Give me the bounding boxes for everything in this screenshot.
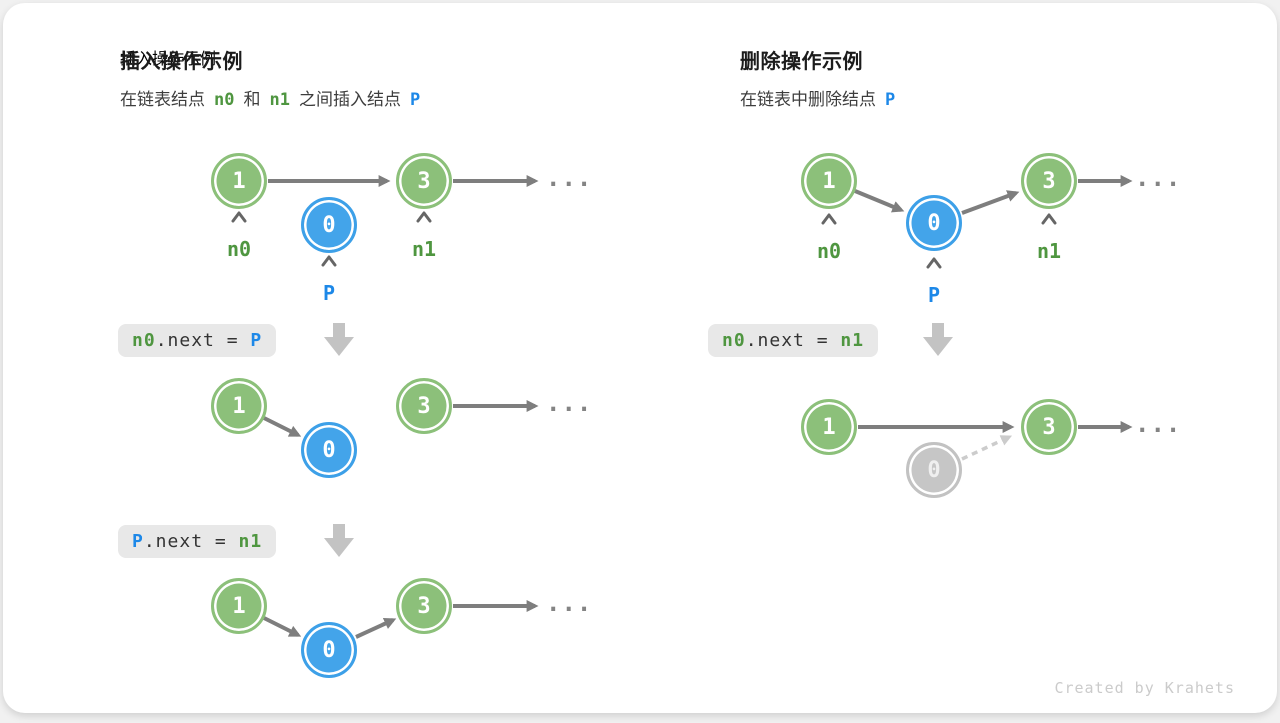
code-token-p: P — [132, 531, 144, 552]
connectors-layer — [231, 175, 1133, 639]
node-n1: 3 — [396, 578, 452, 634]
code-token-n1: n1 — [238, 531, 263, 552]
page-title-right: 删除操作示例 — [740, 51, 863, 73]
code-token-next: .next = — [155, 330, 251, 351]
node-value: 1 — [822, 168, 836, 194]
node-n0: 1 — [211, 578, 267, 634]
diagram-canvas: 插入操作示例 插入操作示例 在链表结点 n0 和 n1 之间插入结点 P 1 3… — [3, 3, 1277, 713]
ellipsis: ... — [1135, 164, 1182, 192]
arrow-right1-p-to-n1 — [961, 190, 1020, 215]
insert-panel-subtitle: 在链表结点 n0 和 n1 之间插入结点 P — [120, 85, 420, 110]
node-value: 3 — [417, 168, 431, 194]
token-n0: n0 — [214, 90, 235, 110]
node-value: 3 — [1042, 414, 1056, 440]
node-n1: 3 — [396, 153, 452, 209]
node-value: 0 — [322, 437, 336, 463]
code-token-p: P — [250, 330, 263, 351]
code-n0-next-p: n0 .next = P — [118, 324, 277, 357]
down-arrow-icon — [324, 524, 354, 557]
delete-panel-subtitle: 在链表中删除结点 P — [740, 85, 895, 110]
token-p: P — [409, 90, 421, 110]
node-p: 0 — [301, 622, 357, 678]
node-value: 3 — [417, 593, 431, 619]
label-n0: n0 — [226, 237, 252, 261]
node-value: 3 — [1042, 168, 1056, 194]
node-value: 1 — [232, 593, 246, 619]
code-token-n0: n0 — [132, 330, 156, 351]
caret-up-icon — [416, 211, 432, 223]
arrow-right2-p-to-n1-dashed — [961, 435, 1013, 461]
code-token-n0: n0 — [722, 330, 746, 351]
subtitle-text: 和 — [243, 90, 261, 109]
token-n1: n1 — [269, 90, 290, 110]
arrow-left2-n0-to-p — [263, 416, 302, 437]
node-n0: 1 — [211, 153, 267, 209]
subtitle-text: 在链表中删除结点 — [740, 90, 876, 109]
node-p-removed: 0 — [906, 442, 962, 498]
arrow-right1-n0-to-p — [854, 189, 905, 213]
node-value: 3 — [417, 393, 431, 419]
node-n1: 3 — [396, 378, 452, 434]
node-n0: 1 — [801, 153, 857, 209]
caret-up-icon — [321, 255, 337, 267]
label-n0: n0 — [816, 239, 842, 263]
node-value: 0 — [927, 210, 941, 236]
down-arrow-icon — [324, 323, 354, 356]
node-p: 0 — [906, 195, 962, 251]
code-token-next: .next = — [745, 330, 841, 351]
label-n1: n1 — [411, 237, 437, 261]
ellipsis: ... — [546, 589, 593, 617]
node-n1: 3 — [1021, 153, 1077, 209]
caret-up-icon — [1041, 213, 1057, 225]
node-n0: 1 — [801, 399, 857, 455]
node-value: 1 — [232, 168, 246, 194]
code-token-next: .next = — [143, 531, 239, 552]
ellipsis: ... — [546, 389, 593, 417]
node-n0: 1 — [211, 378, 267, 434]
node-value: 1 — [822, 414, 836, 440]
label-p: P — [322, 281, 336, 305]
label-p: P — [927, 283, 941, 307]
node-n1: 3 — [1021, 399, 1077, 455]
caret-up-icon — [821, 213, 837, 225]
ellipsis: ... — [1135, 410, 1182, 438]
code-token-n1: n1 — [840, 330, 865, 351]
node-value: 0 — [322, 212, 336, 238]
node-p: 0 — [301, 422, 357, 478]
node-value: 0 — [322, 637, 336, 663]
node-p: 0 — [301, 197, 357, 253]
subtitle-text: 之间插入结点 — [298, 90, 401, 109]
node-value: 1 — [232, 393, 246, 419]
insert-panel-title: 插入操作示例 — [120, 51, 217, 68]
caret-up-icon — [926, 257, 942, 269]
subtitle-text: 在链表结点 — [120, 90, 205, 109]
node-value: 0 — [927, 457, 941, 483]
code-n0-next-n1: n0 .next = n1 — [708, 324, 879, 357]
ellipsis: ... — [546, 164, 593, 192]
caret-up-icon — [231, 211, 247, 223]
arrow-left3-n0-to-p — [263, 616, 302, 637]
credit-text: Created by Krahets — [1054, 679, 1235, 697]
down-arrow-icon — [923, 323, 953, 356]
code-p-next-n1: P .next = n1 — [118, 525, 277, 558]
page-title-left: 插入操作示例 — [120, 51, 243, 73]
label-n1: n1 — [1036, 239, 1062, 263]
token-p: P — [885, 90, 896, 110]
arrow-left3-p-to-n1 — [355, 618, 397, 639]
